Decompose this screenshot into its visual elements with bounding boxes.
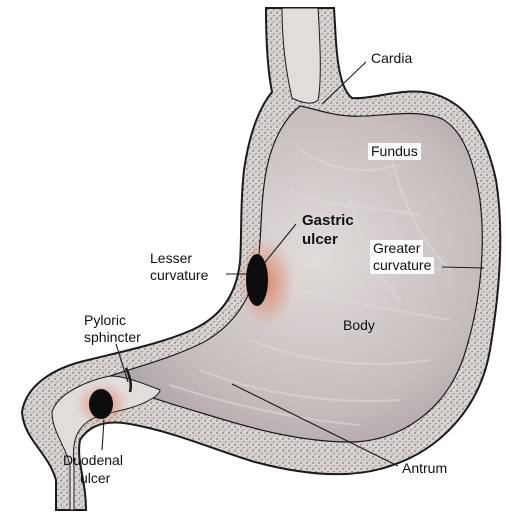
label-pyloric-sphincter-line2: sphincter <box>84 329 141 345</box>
label-gastric-ulcer-line1: Gastric <box>302 212 354 229</box>
leader-gastric-ulcer <box>261 223 297 267</box>
leader-duodenal-ulcer <box>101 419 105 451</box>
label-pyloric-sphincter-line1: Pyloric <box>84 312 127 328</box>
label-antrum: Antrum <box>402 460 448 476</box>
label-cardia: Cardia <box>371 50 413 66</box>
leader-lines <box>101 61 485 467</box>
leader-antrum <box>231 383 399 467</box>
label-duodenal-ulcer-line2: ulcer <box>80 470 111 486</box>
duodenal-ulcer-icon <box>89 389 113 419</box>
label-duodenal-ulcer-line1: Duodenal <box>63 452 123 468</box>
label-body: Body <box>343 317 375 333</box>
label-lesser-curvature-line1: Lesser <box>150 250 193 266</box>
label-gastric-ulcer-line2: ulcer <box>302 231 338 248</box>
label-greater-curvature-line2: curvature <box>370 257 435 274</box>
esophagus-lumen <box>281 7 321 104</box>
gastric-ulcer-icon <box>246 254 268 306</box>
pyloric-sphincter-constriction <box>124 367 133 393</box>
label-greater-curvature-line1: Greater <box>370 240 424 257</box>
leader-cardia <box>321 61 367 105</box>
leader-greater-curvature <box>441 266 485 269</box>
leader-pyloric-sphincter <box>115 343 129 383</box>
label-fundus: Fundus <box>368 143 421 160</box>
label-lesser-curvature-line2: curvature <box>150 267 209 283</box>
